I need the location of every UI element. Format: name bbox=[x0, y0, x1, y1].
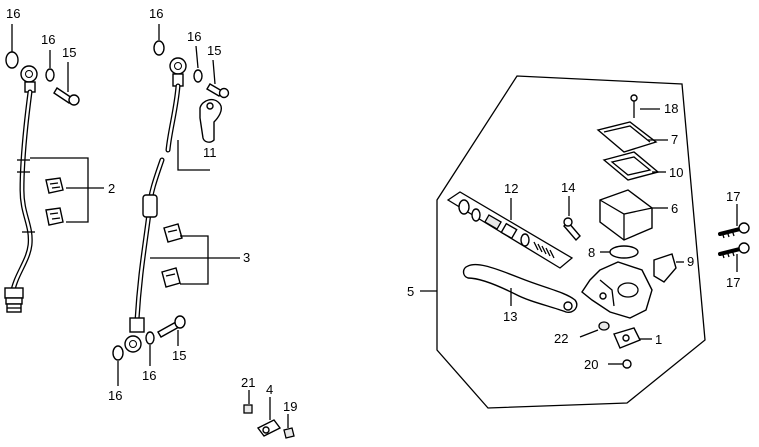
brake-hose bbox=[134, 157, 165, 323]
callout-5: 5 bbox=[407, 284, 414, 299]
banjo-bolt bbox=[53, 87, 80, 106]
callout-4: 4 bbox=[266, 382, 273, 397]
hose-clamp bbox=[161, 267, 181, 288]
callout-7: 7 bbox=[671, 132, 678, 147]
screw bbox=[283, 427, 295, 439]
o-ring bbox=[609, 245, 639, 259]
callout-17: 17 bbox=[726, 275, 740, 290]
washer bbox=[598, 321, 610, 331]
banjo-bolt bbox=[157, 315, 186, 338]
callout-13: 13 bbox=[503, 309, 517, 324]
callout-21: 21 bbox=[241, 375, 255, 390]
sealing-washer bbox=[153, 40, 165, 56]
callout-16: 16 bbox=[6, 6, 20, 21]
callout-20: 20 bbox=[584, 357, 598, 372]
sealing-washer bbox=[145, 331, 155, 345]
hose-clamp bbox=[45, 207, 64, 226]
callout-16: 16 bbox=[108, 388, 122, 403]
callout-18: 18 bbox=[664, 101, 678, 116]
sealing-washer bbox=[112, 345, 124, 361]
sealing-washer bbox=[45, 68, 55, 82]
hose-fitting bbox=[129, 317, 145, 333]
callout-15: 15 bbox=[207, 43, 221, 58]
sealing-washer bbox=[193, 69, 203, 83]
hose-clamp bbox=[45, 177, 64, 194]
hose-clamp bbox=[199, 98, 223, 143]
holder-bolt bbox=[608, 359, 632, 369]
mirror-bolt bbox=[718, 222, 750, 239]
pivot-bolt bbox=[563, 217, 581, 242]
hose-end-fitting bbox=[4, 287, 24, 313]
reservoir-body bbox=[599, 189, 653, 241]
callout-1: 1 bbox=[655, 332, 662, 347]
callout-16: 16 bbox=[41, 32, 55, 47]
callout-2: 2 bbox=[108, 181, 115, 196]
sealing-washer bbox=[5, 51, 19, 69]
master-cylinder-holder bbox=[613, 327, 641, 349]
callout-9: 9 bbox=[687, 254, 694, 269]
callout-3: 3 bbox=[243, 250, 250, 265]
callout-10: 10 bbox=[669, 165, 683, 180]
cover-screw bbox=[630, 94, 638, 118]
callout-16: 16 bbox=[187, 29, 201, 44]
master-cylinder-body bbox=[581, 261, 653, 319]
mirror-bolt bbox=[718, 242, 750, 259]
banjo-bolt bbox=[206, 83, 230, 99]
callout-19: 19 bbox=[283, 399, 297, 414]
callout-15: 15 bbox=[62, 45, 76, 60]
hose-sleeve bbox=[142, 194, 158, 218]
callout-16: 16 bbox=[142, 368, 156, 383]
brake-hose-assembly-left bbox=[4, 51, 104, 313]
callout-22: 22 bbox=[554, 331, 568, 346]
bracket bbox=[256, 419, 282, 437]
diaphragm-plate bbox=[602, 151, 660, 181]
brake-hose-assembly-right bbox=[112, 40, 240, 361]
callout-8: 8 bbox=[588, 245, 595, 260]
small-hardware bbox=[243, 390, 295, 439]
callout-14: 14 bbox=[561, 180, 575, 195]
callout-11: 11 bbox=[203, 145, 217, 160]
nut bbox=[243, 404, 253, 414]
master-cylinder-assembly-outline bbox=[436, 75, 706, 409]
callout-17: 17 bbox=[726, 189, 740, 204]
hose-clamp bbox=[163, 223, 183, 243]
callout-15: 15 bbox=[172, 348, 186, 363]
lever-cover bbox=[653, 253, 677, 283]
piston-kit bbox=[446, 191, 574, 269]
brake-lever bbox=[462, 263, 578, 314]
callout-16: 16 bbox=[149, 6, 163, 21]
callout-12: 12 bbox=[504, 181, 518, 196]
callout-6: 6 bbox=[671, 201, 678, 216]
